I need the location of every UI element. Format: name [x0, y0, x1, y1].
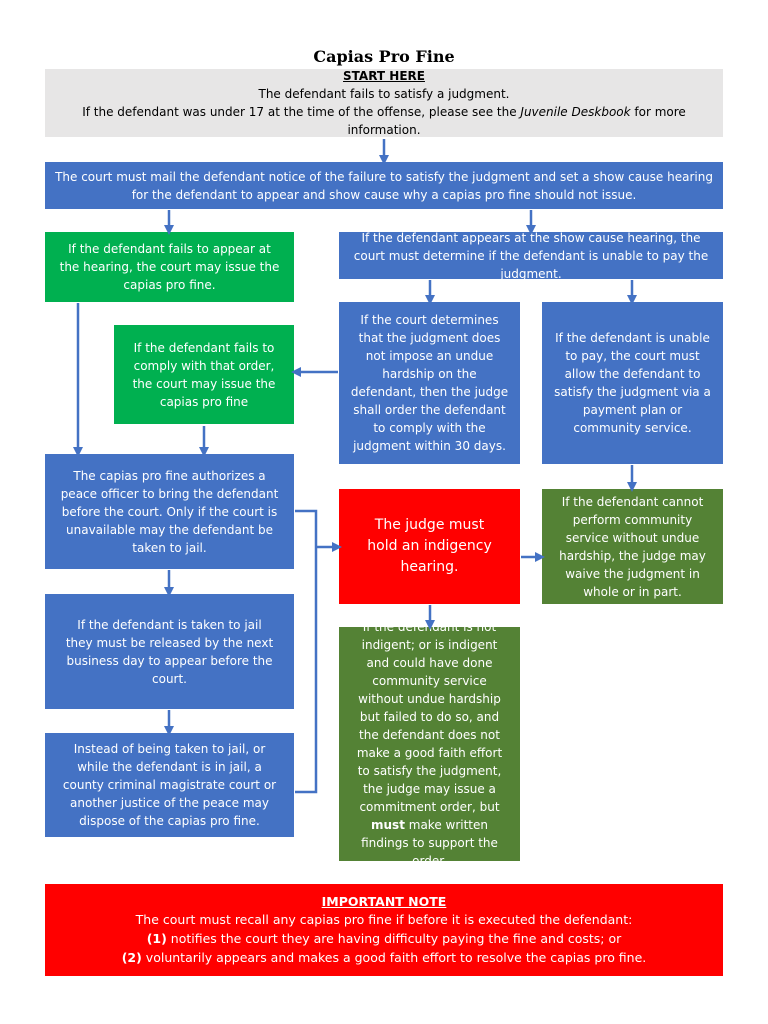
fails-to-comply-box: If the defendant fails to comply with th…: [114, 325, 294, 424]
no-hardship-text: If the court determines that the judgmen…: [350, 313, 509, 453]
item-2-text: voluntarily appears and makes a good fai…: [141, 949, 647, 965]
fails-to-comply-text: If the defendant fails to comply with th…: [132, 340, 276, 409]
start-heading: START HERE: [343, 69, 425, 83]
not-indigent-text-post: make written findings to support the ord…: [361, 818, 498, 868]
authorizes-box: The capias pro fine authorizes a peace o…: [45, 454, 294, 569]
start-line-2-post: for more information.: [347, 105, 686, 137]
important-note-item-2: (2) voluntarily appears and makes a good…: [122, 949, 647, 968]
important-note-heading: IMPORTANT NOTE: [321, 893, 447, 909]
start-line-1: The defendant fails to satisfy a judgmen…: [258, 87, 510, 101]
item-1-text: notifies the court they are having diffi…: [166, 931, 622, 946]
jail-release-text: If the defendant is taken to jail they m…: [65, 617, 274, 686]
fails-to-appear-text: If the defendant fails to appear at the …: [59, 242, 280, 292]
indigency-hearing-text: The judge must hold an indigency hearing…: [367, 517, 492, 575]
jail-release-box: If the defendant is taken to jail they m…: [45, 594, 294, 709]
start-line-2: If the defendant was under 17 at the tim…: [55, 103, 713, 139]
bracket-connector: [295, 509, 318, 794]
fails-to-appear-box: If the defendant fails to appear at the …: [45, 232, 294, 302]
important-note-item-1: (1) notifies the court they are having d…: [147, 930, 622, 949]
cannot-perform-text: If the defendant cannot perform communit…: [559, 494, 706, 599]
juvenile-deskbook-ref: Juvenile Deskbook: [520, 105, 631, 119]
appears-box: If the defendant appears at the show cau…: [339, 231, 723, 281]
important-note-intro: The court must recall any capias pro fin…: [135, 912, 633, 928]
mail-notice-box: The court must mail the defendant notice…: [45, 162, 723, 209]
item-2-number: (2): [121, 949, 142, 965]
no-hardship-box: If the court determines that the judgmen…: [339, 302, 520, 464]
unable-to-pay-box: If the defendant is unable to pay, the c…: [542, 302, 723, 464]
instead-of-jail-box: Instead of being taken to jail, or while…: [45, 733, 294, 837]
unable-to-pay-text: If the defendant is unable to pay, the c…: [554, 331, 711, 435]
important-note-box: IMPORTANT NOTE The court must recall any…: [45, 884, 723, 976]
start-box: START HERE The defendant fails to satisf…: [45, 69, 723, 137]
appears-text: If the defendant appears at the show cau…: [353, 230, 709, 281]
not-indigent-text-pre: If the defendant is not indigent; or is …: [356, 620, 503, 814]
authorizes-text: The capias pro fine authorizes a peace o…: [60, 468, 279, 555]
start-line-2-pre: If the defendant was under 17 at the tim…: [82, 105, 521, 119]
not-indigent-text: If the defendant is not indigent; or is …: [349, 618, 510, 870]
page-title: Capias Pro Fine: [313, 47, 455, 66]
item-1-number: (1): [146, 931, 167, 946]
cannot-perform-box: If the defendant cannot perform communit…: [542, 489, 723, 604]
instead-of-jail-text: Instead of being taken to jail, or while…: [62, 742, 277, 828]
not-indigent-text-bold: must: [371, 818, 405, 832]
mail-notice-text: The court must mail the defendant notice…: [55, 169, 713, 202]
not-indigent-box: If the defendant is not indigent; or is …: [339, 620, 520, 868]
indigency-hearing-box: The judge must hold an indigency hearing…: [339, 489, 520, 604]
